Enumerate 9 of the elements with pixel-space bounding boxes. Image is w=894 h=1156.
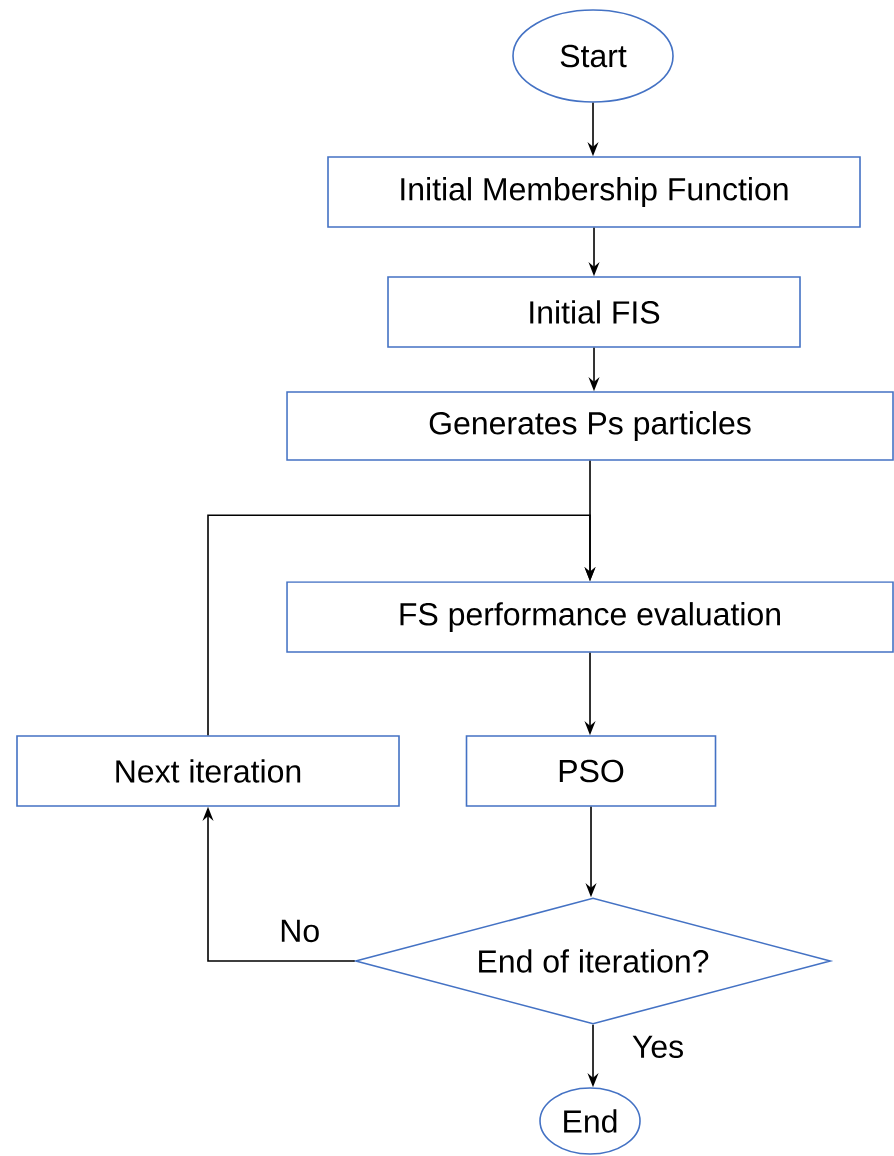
process-box: PSO	[465, 735, 717, 807]
process-box: Next iteration	[16, 735, 400, 807]
process-box: Generates Ps particles	[286, 391, 894, 461]
process-box: Initial Membership Function	[327, 156, 861, 228]
edge-label: Yes	[629, 1033, 687, 1060]
arrow	[207, 514, 596, 736]
process-box: FS performance evaluation	[286, 581, 894, 653]
process-box: Initial FIS	[387, 276, 801, 348]
edge-label: No	[277, 917, 323, 945]
